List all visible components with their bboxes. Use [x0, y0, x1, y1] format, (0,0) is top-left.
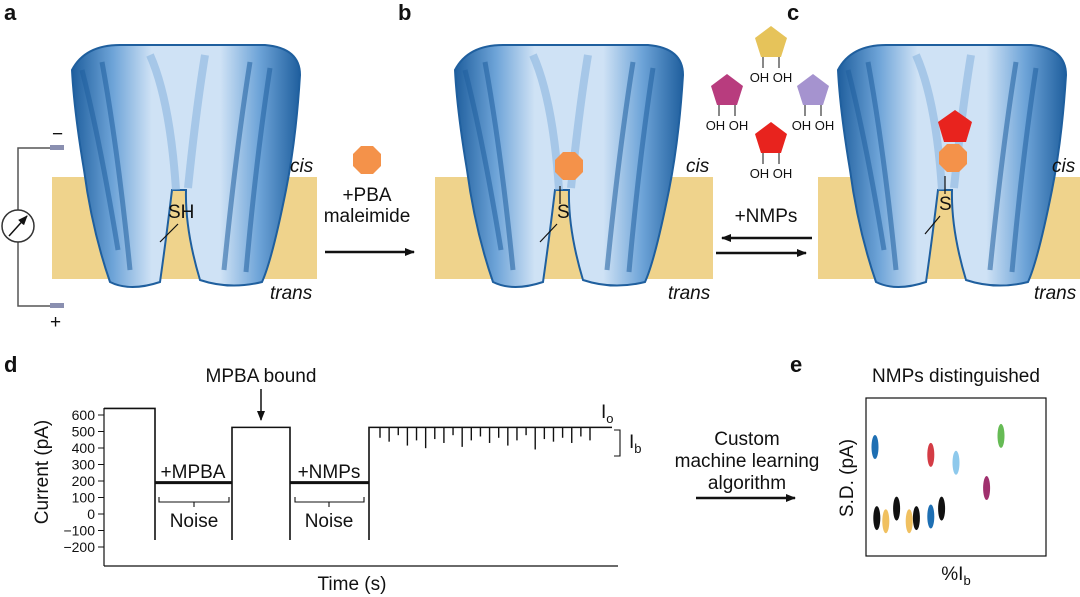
trans-label-c: trans [1034, 283, 1077, 304]
sugar-red-bound [938, 110, 972, 142]
cis-label-b: cis [686, 156, 710, 177]
oh-label-purple: OH OH [792, 118, 835, 133]
sugar-red [755, 122, 787, 153]
oh-label-red: OH OH [750, 166, 793, 181]
pore-a-sh-pointer [159, 223, 179, 243]
y-tick-label: 300 [72, 457, 96, 473]
sugar-purple [797, 74, 829, 105]
trans-label-b: trans [668, 283, 711, 304]
scatter-point [912, 506, 920, 531]
pore-c-s-label: S [939, 194, 952, 215]
pore-b-s-label: S [557, 202, 570, 223]
y-tick-label: 500 [72, 424, 96, 440]
plus-mpba-label: +MPBA [161, 462, 226, 483]
panel-label-e: e [790, 352, 802, 377]
pore-b-s-pointer-low [539, 223, 558, 243]
oh-label-magenta: OH OH [706, 118, 749, 133]
pba-octagon-b [555, 152, 583, 180]
y-tick-label: 200 [72, 473, 96, 489]
scatter-points [871, 423, 1005, 534]
nanopore-a [70, 44, 302, 288]
scatter-point [997, 423, 1005, 448]
mpba-bound-label: MPBA bound [206, 366, 317, 387]
pba-octagon-c [939, 144, 967, 172]
cis-label-a: cis [290, 156, 314, 177]
step1-line2: maleimide [324, 206, 411, 227]
noise-bracket-2 [294, 497, 365, 507]
scatter-point [983, 476, 991, 501]
pore-a-sh-label: SH [168, 202, 194, 223]
y-tick-label: 400 [72, 440, 96, 456]
scatter-point [871, 434, 879, 459]
pore-c-s-pointer-low [924, 215, 941, 235]
trace-y-axis-label: Current (pA) [32, 420, 53, 525]
sugar-magenta [711, 74, 743, 105]
ml-line2: machine learning [675, 451, 820, 472]
panel-label-d: d [4, 352, 17, 377]
scatter-point [893, 496, 901, 521]
y-tick-label: −100 [63, 523, 95, 539]
nmp-sugars [711, 26, 829, 164]
y-tick-label: 600 [72, 407, 96, 423]
scatter-point [873, 506, 881, 531]
scatter-x-label: %Ib [941, 564, 970, 588]
ml-line3: algorithm [708, 473, 786, 494]
noise-label-2: Noise [305, 511, 354, 532]
y-tick-label: 0 [87, 506, 95, 522]
ib-label: Ib [629, 432, 642, 456]
pba-octagon-reagent [353, 146, 381, 174]
trace-x-axis-label: Time (s) [318, 574, 387, 595]
panel-label-a: a [4, 0, 17, 25]
scatter-title: NMPs distinguished [872, 366, 1040, 387]
scatter-point [952, 450, 960, 475]
y-tick-label: 100 [72, 490, 96, 506]
electrode-minus: − [52, 124, 63, 145]
io-label: Io [601, 402, 614, 426]
scatter-point [905, 509, 913, 534]
step2-label: +NMPs [735, 206, 798, 227]
sugar-yellow [755, 26, 787, 57]
scatter-y-label: S.D. (pA) [837, 439, 858, 517]
step1-line1: +PBA [342, 185, 391, 206]
ib-bracket [614, 429, 621, 457]
ml-line1: Custom [714, 429, 779, 450]
panel-label-c: c [787, 0, 799, 25]
noise-label-1: Noise [170, 511, 219, 532]
scatter-point [938, 496, 946, 521]
scatter-point [927, 442, 935, 467]
ammeter-circuit [1, 145, 64, 308]
noise-bracket-1 [158, 497, 230, 507]
blockade-events [379, 427, 591, 450]
electrode-plus: + [50, 312, 61, 333]
panel-label-b: b [398, 0, 411, 25]
trans-label-a: trans [270, 283, 313, 304]
plus-nmps-label: +NMPs [298, 462, 361, 483]
scatter-point [882, 509, 890, 534]
cis-label-c: cis [1052, 156, 1076, 177]
y-tick-label: −200 [63, 539, 95, 555]
scatter-point [927, 504, 935, 529]
scatter-frame [865, 397, 1047, 557]
oh-label-yellow: OH OH [750, 70, 793, 85]
